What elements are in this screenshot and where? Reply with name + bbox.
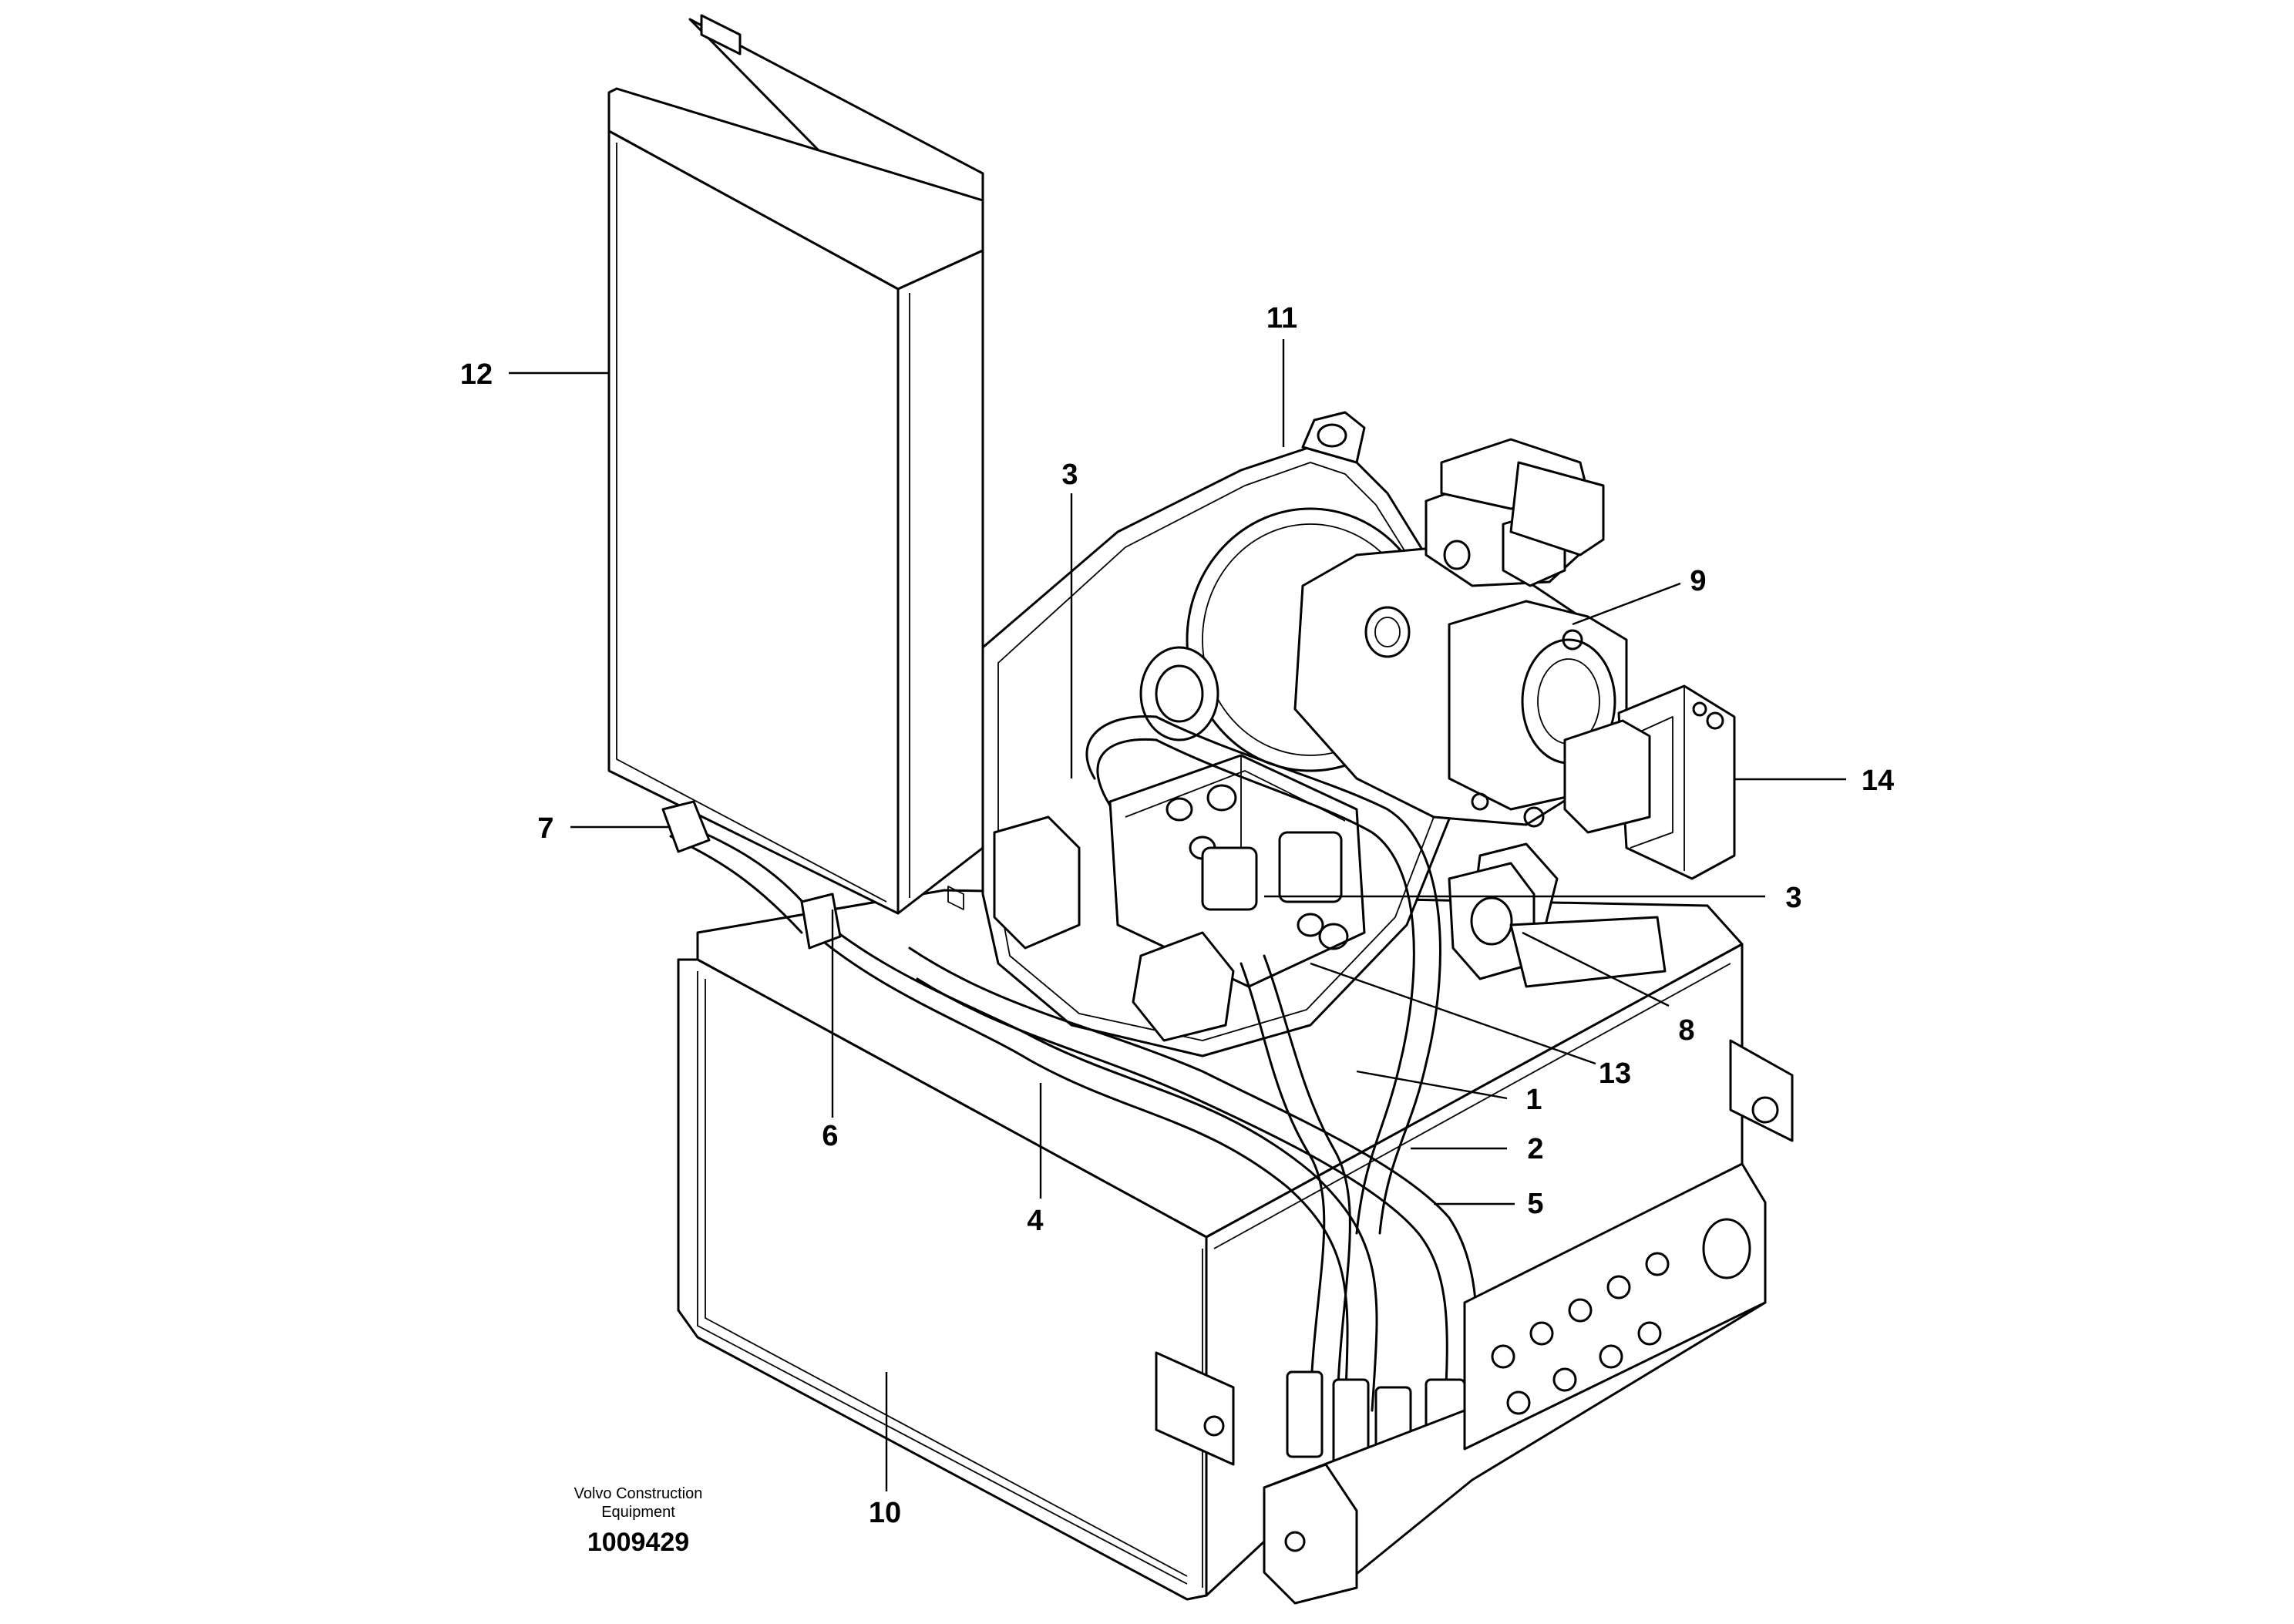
callout-5: 5 [1527, 1188, 1543, 1220]
callout-12: 12 [460, 358, 493, 391]
callout-labels: 12 11 3 9 14 7 3 8 13 1 2 5 4 6 10 [460, 302, 1894, 1529]
callout-10: 10 [869, 1497, 901, 1529]
manifold-block [1263, 1162, 1767, 1605]
leader-13 [1310, 962, 1596, 1065]
coupling [1448, 862, 1667, 988]
callout-7: 7 [537, 812, 553, 845]
credit-line-1: Volvo Construction [574, 1485, 703, 1502]
callout-11: 11 [1266, 302, 1297, 335]
callout-14: 14 [1862, 765, 1894, 797]
callout-8: 8 [1678, 1014, 1694, 1047]
callout-3-upper: 3 [1061, 459, 1078, 491]
control-valve-block [1108, 754, 1366, 988]
callout-9: 9 [1690, 565, 1706, 597]
oil-cooler [607, 14, 984, 915]
callout-13: 13 [1599, 1057, 1631, 1090]
leader-8 [1522, 931, 1670, 1007]
solenoid-valve-block [1563, 684, 1736, 880]
drawing-credit: Volvo Construction Equipment 1009429 [574, 1485, 703, 1557]
leader-9 [1572, 582, 1681, 626]
document-number: 1009429 [587, 1528, 689, 1557]
callout-3-lower: 3 [1785, 882, 1801, 914]
pump-regulator [1424, 438, 1605, 587]
credit-line-2: Equipment [601, 1504, 675, 1521]
callout-6: 6 [822, 1120, 838, 1152]
callout-4: 4 [1027, 1205, 1043, 1237]
callout-2: 2 [1527, 1133, 1543, 1165]
callout-1: 1 [1525, 1084, 1542, 1116]
leader-lines [509, 339, 1846, 1491]
leader-1 [1356, 1070, 1508, 1100]
